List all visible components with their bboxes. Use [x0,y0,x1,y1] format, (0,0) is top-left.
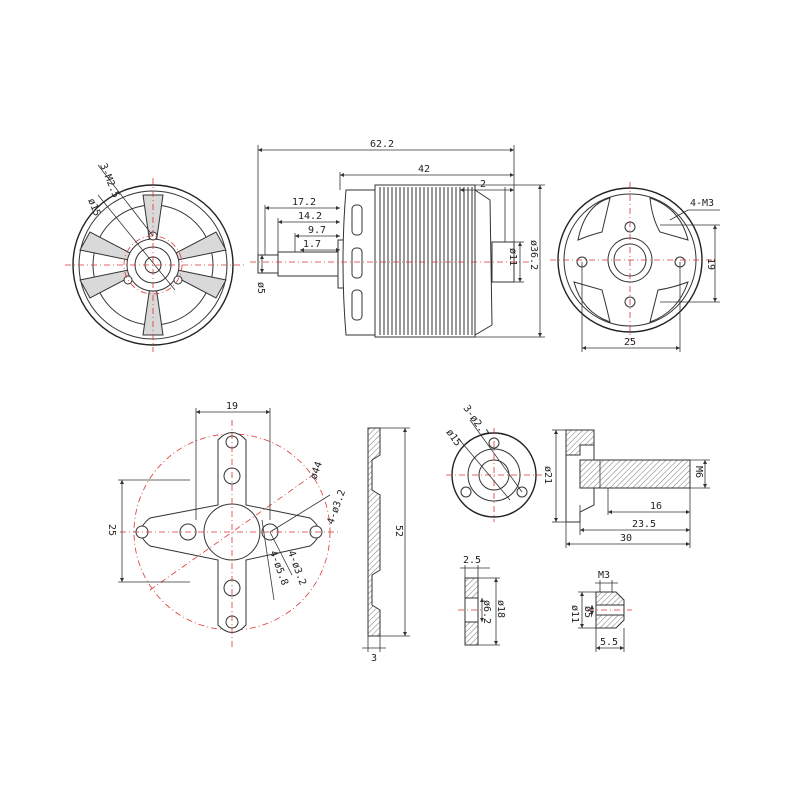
prop-adapter-face: 3-ø2.7 ø15 [444,403,542,522]
shaft-thread-label: M6 [693,466,704,478]
plate-side-view: 52 3 [362,427,410,664]
adapter-circle-label: ø15 [444,427,463,448]
cross-mount: 19 25 ø44 4-ø3.2 4-ø3.2 4-ø5.8 [106,401,348,650]
shaft-dim-30: 30 [620,533,632,544]
front-holes-label: 3-M2.5 [97,162,121,200]
cross-dim-19: 19 [226,401,238,412]
dim-42: 42 [418,164,430,175]
dim-9-7: 9.7 [308,225,326,236]
dim-body-dia: ø36.2 [528,240,539,270]
side-view: 62.2 42 2 17.2 14.2 9.7 1.7 ø5 ø11 ø36.2 [250,139,545,338]
rear-view: 19 25 4-M3 [550,182,720,352]
nut: M3 ø11 ø5 5.5 [569,570,632,652]
cross-holes-a: 4-ø3.2 [325,488,348,526]
plate-dim-52: 52 [393,525,404,537]
dim-2: 2 [480,179,486,190]
dim-shaft-dia: ø5 [255,282,266,294]
plate-dim-3: 3 [371,653,377,664]
front-view: 3-M2.5 ø15 [65,162,245,352]
front-circle-label: ø15 [85,197,102,218]
cross-dim-25: 25 [106,524,117,536]
rear-dim-25: 25 [624,337,636,348]
prop-shaft: M6 ø21 16 23.5 30 [542,429,710,548]
shaft-dim-16: 16 [650,501,662,512]
nut-dim-5-5: 5.5 [600,637,618,648]
rear-dim-19: 19 [705,258,716,270]
dim-62-2: 62.2 [370,139,394,150]
washer-inner-label: ø6.2 [481,600,492,624]
dim-17-2: 17.2 [292,197,316,208]
dim-boss-dia: ø11 [507,248,518,266]
nut-inner-label: ø5 [582,606,593,618]
cross-circle-label: ø44 [308,460,325,481]
rear-holes-label: 4-M3 [690,198,714,209]
nut-outer-label: ø11 [569,605,580,623]
washer-dim-2-5: 2.5 [463,555,481,566]
shaft-flange-label: ø21 [542,466,553,484]
nut-thread-label: M3 [598,570,610,581]
washer-outer-label: ø18 [495,600,506,618]
washer: 2.5 ø6.2 ø18 [458,555,506,646]
adapter-holes-label: 3-ø2.7 [461,403,491,439]
dim-14-2: 14.2 [298,211,322,222]
shaft-dim-23-5: 23.5 [632,519,656,530]
dim-1-7: 1.7 [303,239,321,250]
